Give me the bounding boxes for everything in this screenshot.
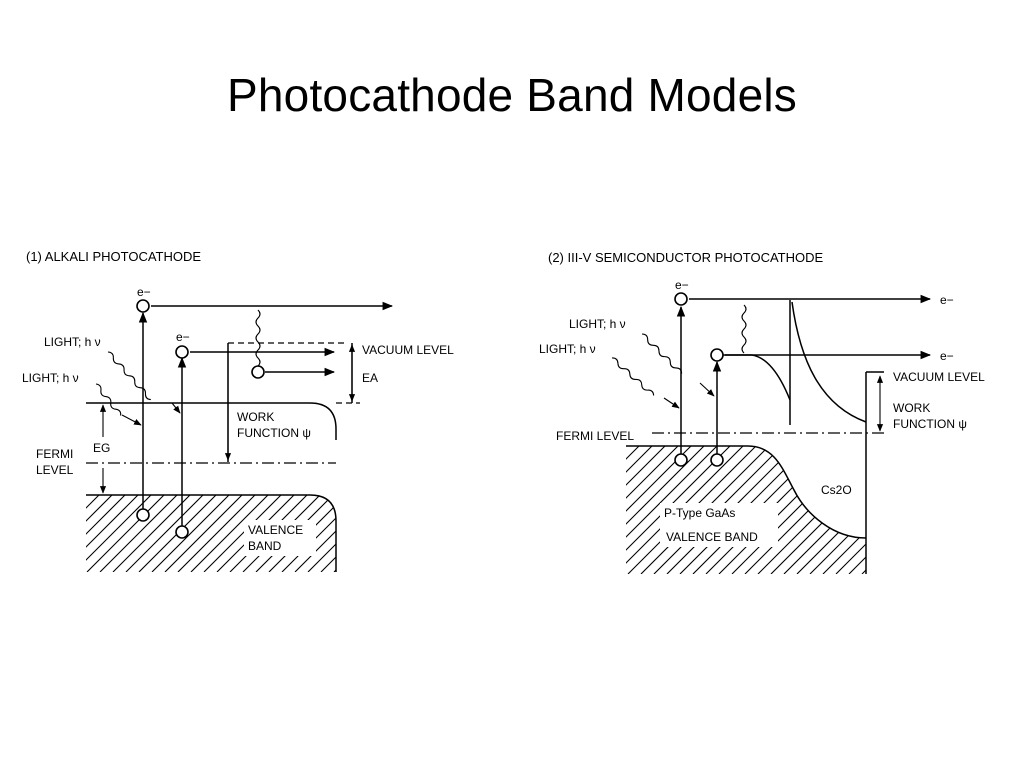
hatch-line bbox=[86, 495, 165, 572]
hatch-line bbox=[626, 446, 705, 574]
gaas-work-function-label-1: WORK bbox=[893, 401, 930, 415]
gaas-material-label: P-Type GaAs bbox=[664, 506, 735, 520]
gaas-vacuum-level-label: VACUUM LEVEL bbox=[893, 370, 985, 384]
hatch-line bbox=[203, 495, 282, 572]
hole-circle-1 bbox=[136, 508, 150, 522]
light-label-1: LIGHT; h ν bbox=[44, 335, 101, 349]
hole-circle-2 bbox=[175, 525, 189, 539]
hatch-line bbox=[320, 495, 336, 572]
hatch-line bbox=[190, 495, 269, 572]
hatch-line bbox=[835, 446, 866, 574]
hatch-line bbox=[822, 446, 866, 574]
electron-label-mid: e− bbox=[176, 330, 190, 344]
gaas-electron-label-top: e− bbox=[675, 278, 689, 292]
hatch-line bbox=[281, 495, 336, 572]
gaas-photon-wave-band bbox=[741, 304, 747, 354]
band-bending-curve bbox=[720, 354, 791, 401]
electron-circle-top bbox=[136, 299, 150, 313]
photon-wave-1 bbox=[107, 351, 151, 401]
vacuum-level-label: VACUUM LEVEL bbox=[362, 343, 454, 357]
gaas-work-function-label-2: FUNCTION ψ bbox=[893, 417, 967, 431]
gaas-electron-label-right-2: e− bbox=[940, 349, 954, 363]
hatch-line bbox=[347, 495, 424, 572]
hatch-line bbox=[626, 446, 640, 574]
photon-wave-ea bbox=[255, 309, 261, 367]
hatch-line bbox=[307, 495, 336, 572]
hatch-line bbox=[626, 446, 679, 574]
valence-band-hatch bbox=[86, 494, 424, 572]
photon-arrow-2 bbox=[121, 414, 142, 426]
hatch-line bbox=[626, 446, 666, 574]
alkali-panel: (1) ALKALI PHOTOCATHODE EG EA VACUUM LEV… bbox=[22, 249, 454, 572]
work-function-label-2: FUNCTION ψ bbox=[237, 426, 311, 440]
hatch-line bbox=[848, 446, 866, 574]
gaas-hole-circle-2 bbox=[710, 453, 724, 467]
hatch-line bbox=[177, 495, 256, 572]
hatch-line bbox=[626, 446, 627, 574]
photon-wave-2 bbox=[95, 383, 122, 416]
hatch-line bbox=[294, 495, 336, 572]
hatch-line bbox=[151, 495, 230, 572]
hatch-line bbox=[861, 446, 866, 574]
hatch-line bbox=[112, 495, 191, 572]
gaas-light-label-1: LIGHT; h ν bbox=[569, 317, 626, 331]
electron-circle-ea bbox=[251, 365, 265, 379]
hatch-line bbox=[86, 495, 113, 572]
hatch-line bbox=[626, 446, 718, 574]
hatch-line bbox=[99, 495, 178, 572]
hatch-line bbox=[86, 495, 152, 572]
hatch-line bbox=[164, 495, 243, 572]
semiconductor-panel: (2) III-V SEMICONDUCTOR PHOTOCATHODE FER… bbox=[539, 250, 1003, 574]
hatch-line bbox=[796, 446, 866, 574]
gaas-photon-arrow-1 bbox=[699, 382, 715, 397]
eg-label: EG bbox=[93, 441, 110, 455]
gaas-valence-edge bbox=[626, 445, 867, 539]
valence-label-2: BAND bbox=[248, 539, 282, 553]
gaas-electron-label-right-1: e− bbox=[940, 293, 954, 307]
hatch-line bbox=[875, 446, 1003, 574]
semiconductor-heading: (2) III-V SEMICONDUCTOR PHOTOCATHODE bbox=[548, 250, 824, 265]
ea-label: EA bbox=[362, 371, 378, 385]
electron-circle-mid bbox=[175, 345, 189, 359]
hatch-line bbox=[770, 446, 866, 574]
hatch-line bbox=[783, 446, 866, 574]
gaas-electron-circle-mid bbox=[710, 348, 724, 362]
hatch-line bbox=[626, 446, 653, 574]
valence-band-edge bbox=[86, 494, 337, 572]
hatch-line bbox=[86, 495, 139, 572]
gaas-electron-circle-top bbox=[674, 292, 688, 306]
gaas-fermi-label: FERMI LEVEL bbox=[556, 429, 634, 443]
hatch-line bbox=[125, 495, 204, 572]
gaas-light-label-2: LIGHT; h ν bbox=[539, 342, 596, 356]
gaas-photon-wave-2 bbox=[611, 357, 655, 396]
gaas-hole-circle-1 bbox=[674, 453, 688, 467]
hatch-line bbox=[809, 446, 866, 574]
hatch-line bbox=[626, 446, 692, 574]
light-label-2: LIGHT; h ν bbox=[22, 371, 79, 385]
valence-label-1: VALENCE bbox=[248, 523, 303, 537]
hatch-line bbox=[86, 495, 100, 572]
fermi-label-1: FERMI bbox=[36, 447, 73, 461]
gaas-valence-label: VALENCE BAND bbox=[666, 530, 758, 544]
gaas-photon-arrow-2 bbox=[663, 397, 680, 409]
alkali-heading: (1) ALKALI PHOTOCATHODE bbox=[26, 249, 201, 264]
cs2o-barrier-curve bbox=[791, 301, 867, 423]
hatch-line bbox=[86, 495, 87, 572]
hatch-line bbox=[86, 495, 126, 572]
fermi-label-2: LEVEL bbox=[36, 463, 74, 477]
conduction-band-edge bbox=[86, 402, 337, 440]
work-function-label-1: WORK bbox=[237, 410, 274, 424]
cs2o-label: Cs2O bbox=[821, 483, 852, 497]
slide-title: Photocathode Band Models bbox=[227, 69, 797, 121]
photon-arrow-1 bbox=[171, 402, 181, 414]
electron-label-top: e− bbox=[137, 285, 151, 299]
hatch-line bbox=[333, 495, 336, 572]
gaas-photon-wave-1 bbox=[641, 333, 683, 374]
